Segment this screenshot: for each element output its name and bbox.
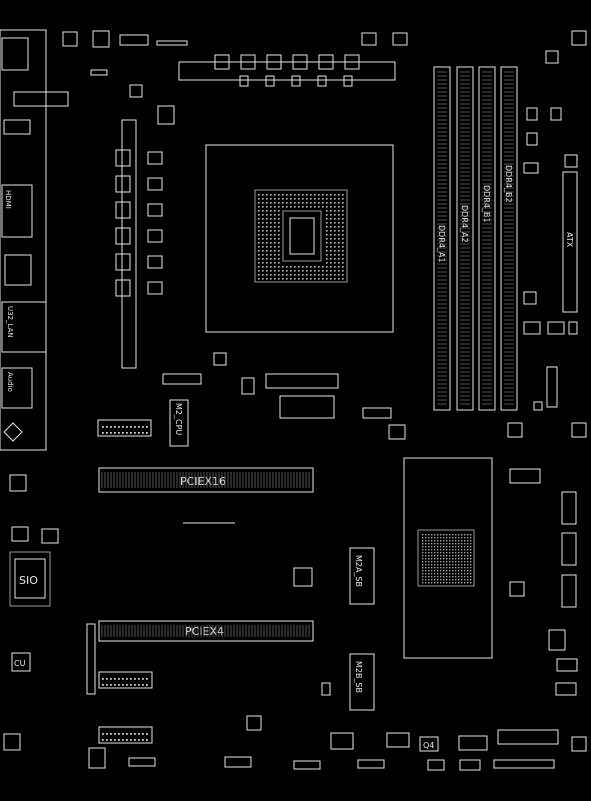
pcie-x1-top	[97, 419, 152, 437]
label-pciex16: PCIEX16	[180, 475, 226, 488]
label-atx: ATX	[565, 232, 574, 248]
dimm-slot-a2	[456, 66, 474, 411]
atx-connector	[562, 171, 578, 313]
sio-chip	[14, 558, 46, 599]
m2-cpu-slot	[169, 399, 189, 447]
hdmi-port	[1, 184, 33, 238]
pcie-x16-slot	[98, 467, 314, 493]
label-m2a-sb: M2A_SB	[354, 555, 363, 587]
dimm-slot-b1	[478, 66, 496, 411]
m2b-sb-slot	[349, 653, 375, 711]
dimm-slot-b2	[500, 66, 518, 411]
label-sio: SIO	[19, 574, 38, 587]
cpu-socket	[205, 144, 394, 333]
label-cu: CU	[14, 659, 26, 668]
m2a-sb-slot	[349, 547, 375, 605]
label-m2-cpu: M2_CPU	[174, 403, 183, 435]
chipset-die	[417, 529, 475, 587]
label-hdmi: HDMI	[4, 190, 12, 209]
dimm-slot-a1	[433, 66, 451, 411]
label-audio: Audio	[6, 372, 14, 392]
pcie-x4-slot	[98, 620, 314, 642]
usb-lan-port	[1, 301, 47, 353]
chipset-outline	[403, 457, 493, 659]
label-m2b-sb: M2B_SB	[354, 661, 363, 693]
label-pciex4: PCIEX4	[185, 625, 224, 638]
audio-jack	[1, 367, 33, 409]
q4-component	[419, 736, 439, 752]
label-q4: Q4	[423, 741, 434, 750]
vrm-strip	[178, 61, 396, 81]
rear-io-panel	[0, 29, 47, 451]
label-usb-lan: U32_LAN	[6, 306, 14, 338]
